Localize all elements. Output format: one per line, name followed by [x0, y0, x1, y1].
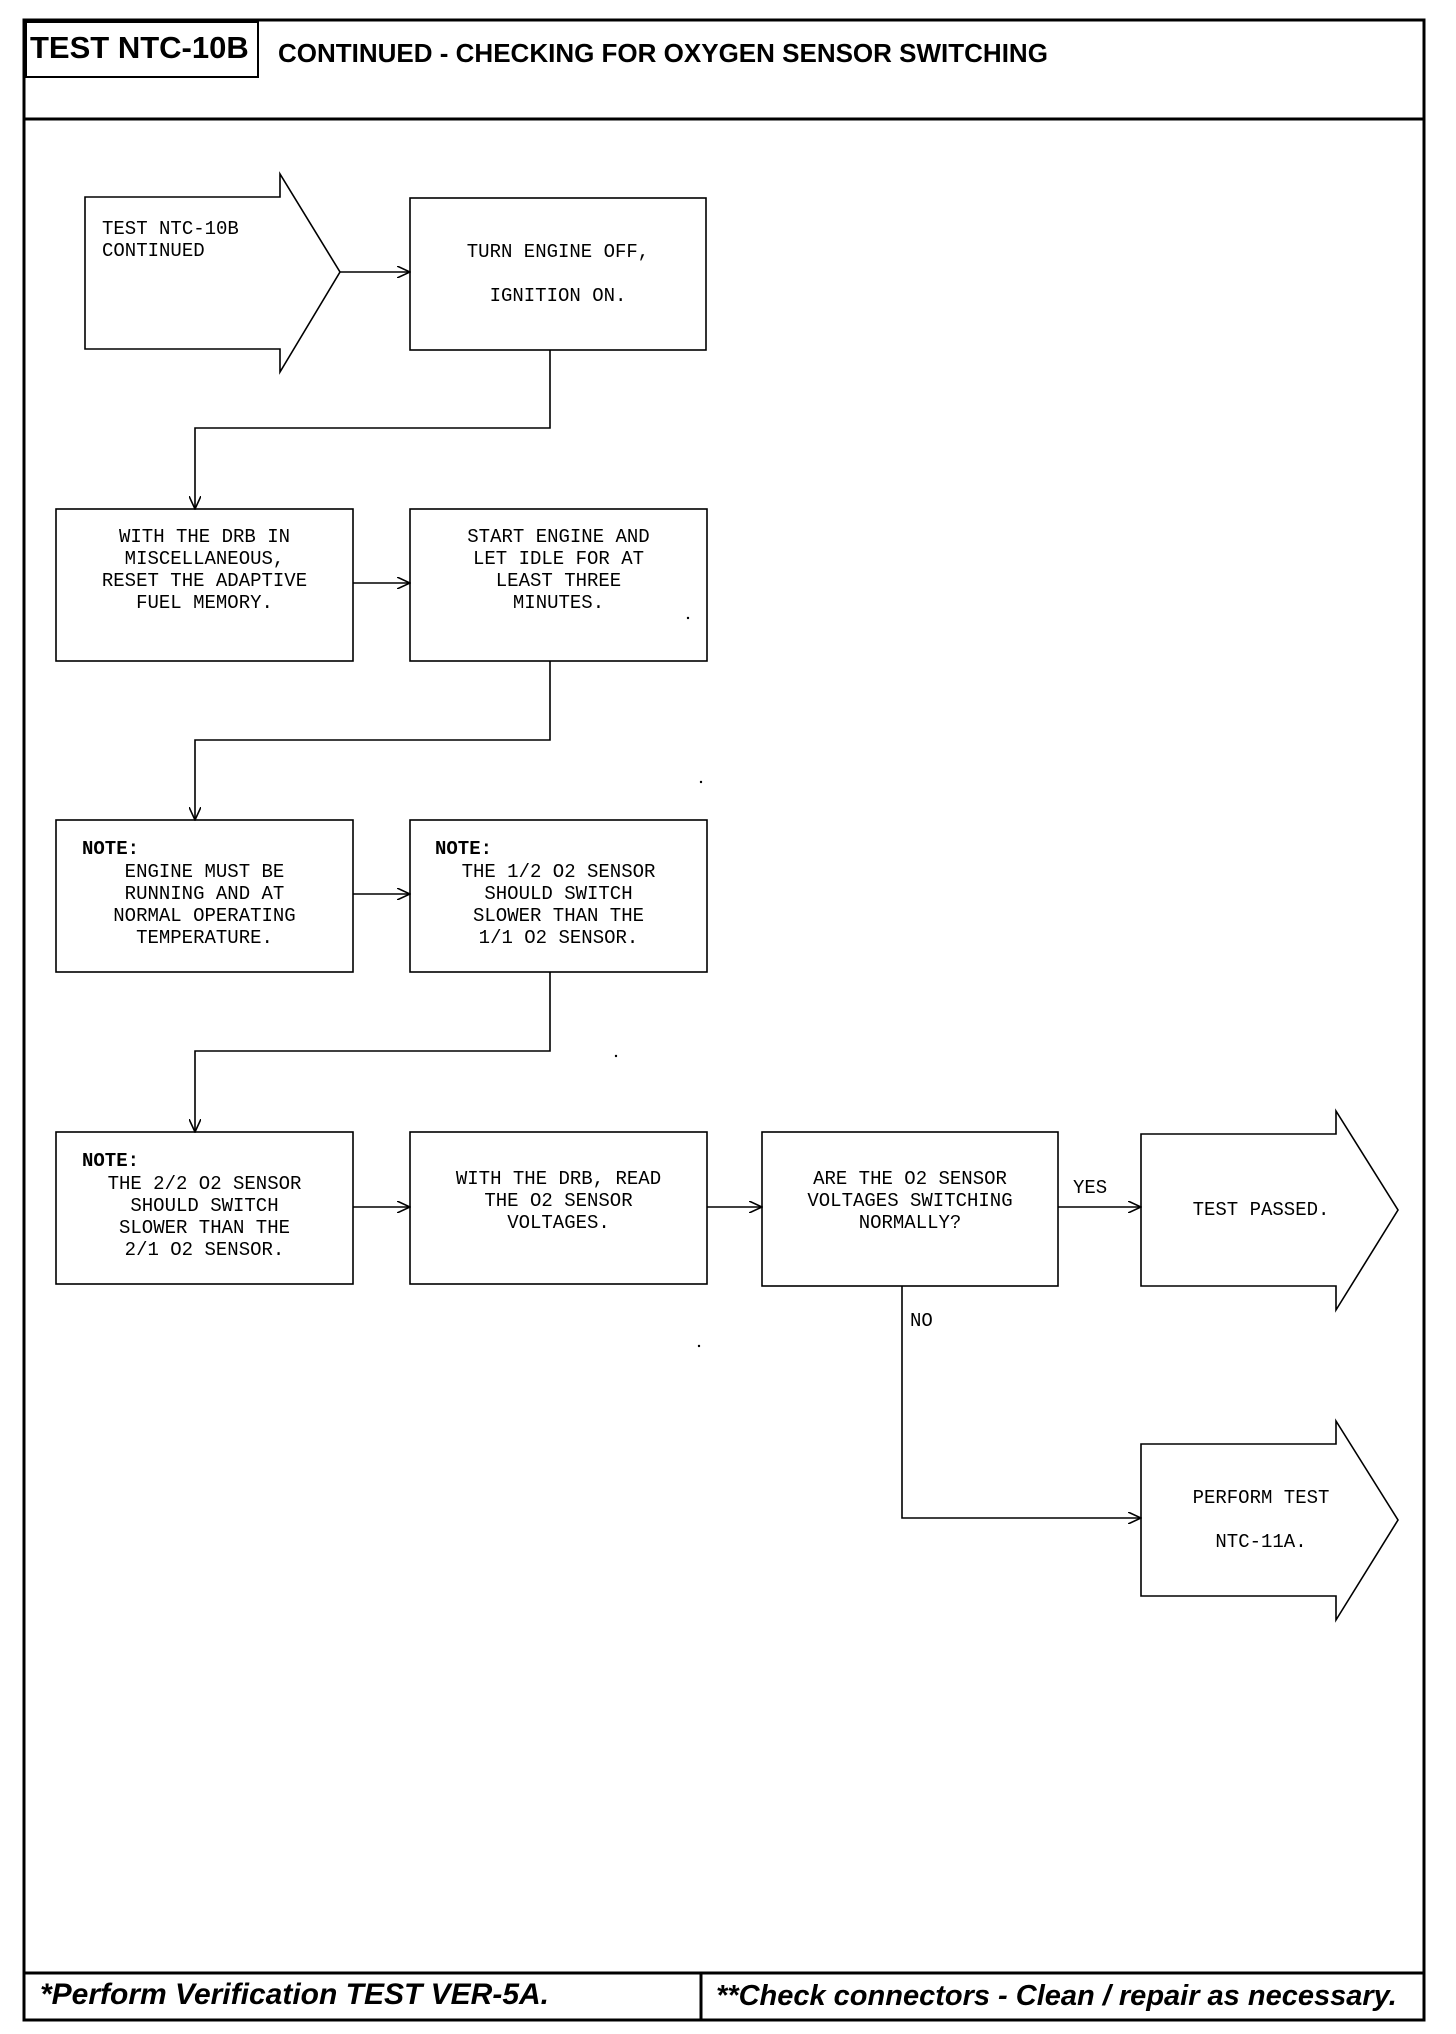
note1-box-shape [55, 819, 354, 973]
page-frame [22, 18, 1426, 2022]
next-line: PERFORM TEST [1192, 1487, 1330, 1509]
step2-line: RESET THE ADAPTIVE [101, 570, 308, 592]
step1-line: TURN ENGINE OFF, [466, 241, 650, 263]
connector-note2-note3 [195, 972, 551, 1132]
test-id: TEST NTC-10B [30, 30, 249, 65]
step1-node: TURN ENGINE OFF, IGNITION ON. [410, 198, 706, 350]
step2-node: WITH THE DRB IN MISCELLANEOUS, RESET THE… [56, 509, 353, 625]
footer-left-note: *Perform Verification TEST VER-5A. [40, 1978, 550, 2011]
step4-line: VOLTAGES. [507, 1212, 610, 1234]
note3-line: 2/1 O2 SENSOR. [124, 1239, 285, 1261]
step3-line: LEAST THREE [495, 570, 622, 592]
note2-heading: NOTE: [435, 838, 493, 860]
pass-line: TEST PASSED. [1192, 1199, 1330, 1221]
note2-node: THE 1/2 O2 SENSOR SHOULD SWITCH SLOWER T… [410, 860, 707, 950]
note3-line: SHOULD SWITCH [130, 1195, 279, 1217]
test-id-box [25, 21, 259, 78]
note2-line: THE 1/2 O2 SENSOR [461, 861, 656, 883]
connector-step1-step2 [195, 350, 551, 509]
step3-line: MINUTES. [512, 592, 605, 614]
connector-step3-note1 [195, 661, 551, 820]
page-title: CONTINUED - CHECKING FOR OXYGEN SENSOR S… [278, 38, 1048, 68]
start-node: TEST NTC-10B CONTINUED [102, 215, 302, 265]
step4-node: WITH THE DRB, READ THE O2 SENSOR VOLTAGE… [410, 1166, 707, 1236]
note2-line: 1/1 O2 SENSOR. [478, 927, 639, 949]
start-line: CONTINUED [102, 240, 205, 262]
step2-line: FUEL MEMORY. [136, 592, 273, 614]
note1-line: TEMPERATURE. [136, 927, 273, 949]
note3-heading: NOTE: [82, 1150, 140, 1172]
note1-line: RUNNING AND AT [124, 883, 285, 905]
connector-no [901, 1286, 1141, 1518]
decision-node: ARE THE O2 SENSOR VOLTAGES SWITCHING NOR… [762, 1166, 1058, 1236]
next-line: NTC-11A. [1215, 1531, 1307, 1553]
step3-line: LET IDLE FOR AT [472, 548, 645, 570]
note1-line: NORMAL OPERATING [113, 905, 296, 927]
decision-line: NORMALLY? [858, 1212, 962, 1234]
note1-node: ENGINE MUST BE RUNNING AND AT NORMAL OPE… [56, 860, 353, 950]
step4-line: THE O2 SENSOR [484, 1190, 633, 1212]
no-label: NO [910, 1310, 933, 1332]
footer-right-note: **Check connectors - Clean / repair as n… [716, 1980, 1397, 2012]
step2-line: MISCELLANEOUS, [124, 548, 285, 570]
next-arrow-shape [1140, 1418, 1399, 1623]
step3-line: START ENGINE AND [467, 526, 650, 548]
next-node: PERFORM TEST NTC-11A. [1141, 1444, 1381, 1596]
note3-line: SLOWER THAN THE [118, 1217, 291, 1239]
decision-line: VOLTAGES SWITCHING [807, 1190, 1013, 1212]
step2-line: WITH THE DRB IN [118, 526, 291, 548]
note3-box-shape [55, 1131, 354, 1285]
note2-line: SHOULD SWITCH [484, 883, 633, 905]
start-line: TEST NTC-10B [102, 218, 239, 240]
decision-line: ARE THE O2 SENSOR [813, 1168, 1007, 1190]
pass-arrow-shape [1140, 1108, 1399, 1313]
note2-line: SLOWER THAN THE [472, 905, 645, 927]
note3-line: THE 2/2 O2 SENSOR [107, 1173, 302, 1195]
step3-node: START ENGINE AND LET IDLE FOR AT LEAST T… [410, 509, 707, 625]
pass-node: TEST PASSED. [1141, 1134, 1381, 1286]
step1-line: IGNITION ON. [489, 285, 627, 307]
step4-line: WITH THE DRB, READ [455, 1168, 662, 1190]
yes-label: YES [1073, 1177, 1108, 1199]
note1-line: ENGINE MUST BE [124, 861, 285, 883]
step2-box-shape [55, 508, 354, 662]
start-arrow-shape [84, 171, 341, 375]
note1-heading: NOTE: [82, 838, 140, 860]
note3-node: THE 2/2 O2 SENSOR SHOULD SWITCH SLOWER T… [56, 1172, 353, 1262]
